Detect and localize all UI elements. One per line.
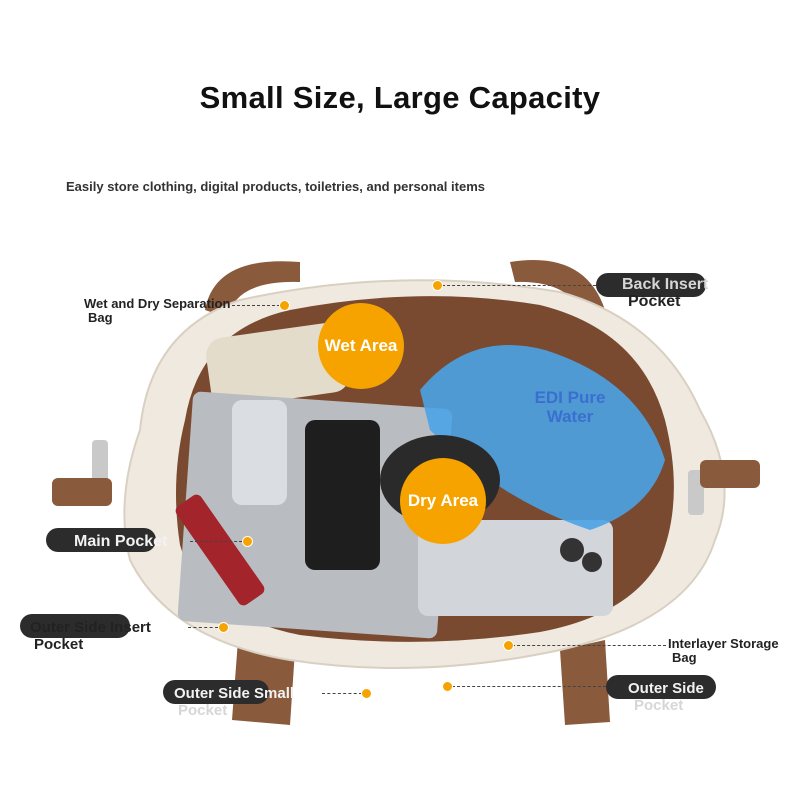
- leader-main-pocket: [190, 541, 242, 542]
- wet-area-badge: Wet Area: [318, 303, 404, 389]
- pill-main-pocket: [46, 528, 156, 552]
- page-subtitle: Easily store clothing, digital products,…: [66, 179, 485, 194]
- callout-outer-side-line1: Outer Side: [628, 680, 704, 697]
- callout-interlayer-line1: Interlayer Storage: [668, 636, 779, 651]
- callout-outer-side-line2: Pocket: [634, 697, 684, 714]
- callout-outer-side-insert-line1: Outer Side Insert: [30, 619, 151, 636]
- red-pen: [175, 494, 265, 606]
- callout-outer-side-small-line1: Outer Side Small: [174, 685, 295, 702]
- umbrella: [206, 322, 350, 408]
- callout-back-insert-line2: Pocket: [628, 293, 681, 310]
- leader-interlayer: [512, 645, 666, 646]
- page-title: Small Size, Large Capacity: [199, 80, 601, 115]
- callout-back-insert: Back Insert Pocket: [622, 276, 708, 310]
- marker-outer-side: [442, 681, 453, 692]
- pill-outer-side-small: [163, 680, 269, 704]
- pill-back-insert: [596, 273, 706, 297]
- leader-outer-side-insert: [188, 627, 218, 628]
- callout-main-pocket: Main Pocket: [74, 533, 168, 550]
- dry-area-badge: Dry Area: [400, 458, 486, 544]
- marker-main-pocket: [242, 536, 253, 547]
- water-pouch: [420, 345, 665, 530]
- leader-outer-side: [452, 686, 606, 687]
- callout-wet-dry-line1: Wet and Dry Separation: [84, 296, 231, 311]
- water-label-line2: Water: [546, 407, 594, 426]
- callout-back-insert-line1: Back Insert: [622, 276, 709, 293]
- glass-bottle: [232, 400, 287, 505]
- callout-wet-dry-bag: Wet and Dry Separation Bag: [84, 297, 230, 325]
- pill-outer-side: [606, 675, 716, 699]
- marker-wet-dry: [279, 300, 290, 311]
- marker-outer-side-small: [361, 688, 372, 699]
- callout-outer-side-small-line2: Pocket: [178, 702, 228, 719]
- callout-interlayer-bag: Interlayer Storage Bag: [668, 637, 779, 665]
- marker-interlayer: [503, 640, 514, 651]
- leader-outer-side-small: [322, 693, 362, 694]
- callout-wet-dry-line2: Bag: [88, 310, 113, 325]
- marker-outer-side-insert: [218, 622, 229, 633]
- callout-outer-side: Outer Side Pocket: [628, 680, 704, 714]
- camera-body: [305, 420, 380, 570]
- callout-outer-side-small: Outer Side Small Pocket: [174, 685, 294, 719]
- leader-wet-dry: [232, 305, 280, 306]
- callout-outer-side-insert-line2: Pocket: [34, 636, 84, 653]
- callout-outer-side-insert: Outer Side Insert Pocket: [30, 619, 151, 653]
- water-pouch-label: EDI Pure Water: [510, 388, 630, 426]
- leader-back-insert: [442, 285, 596, 286]
- callout-interlayer-line2: Bag: [672, 650, 697, 665]
- water-label-line1: EDI Pure: [534, 388, 606, 407]
- marker-back-insert: [432, 280, 443, 291]
- pill-outer-side-insert: [20, 614, 130, 638]
- bottom-strap-right: [560, 640, 610, 725]
